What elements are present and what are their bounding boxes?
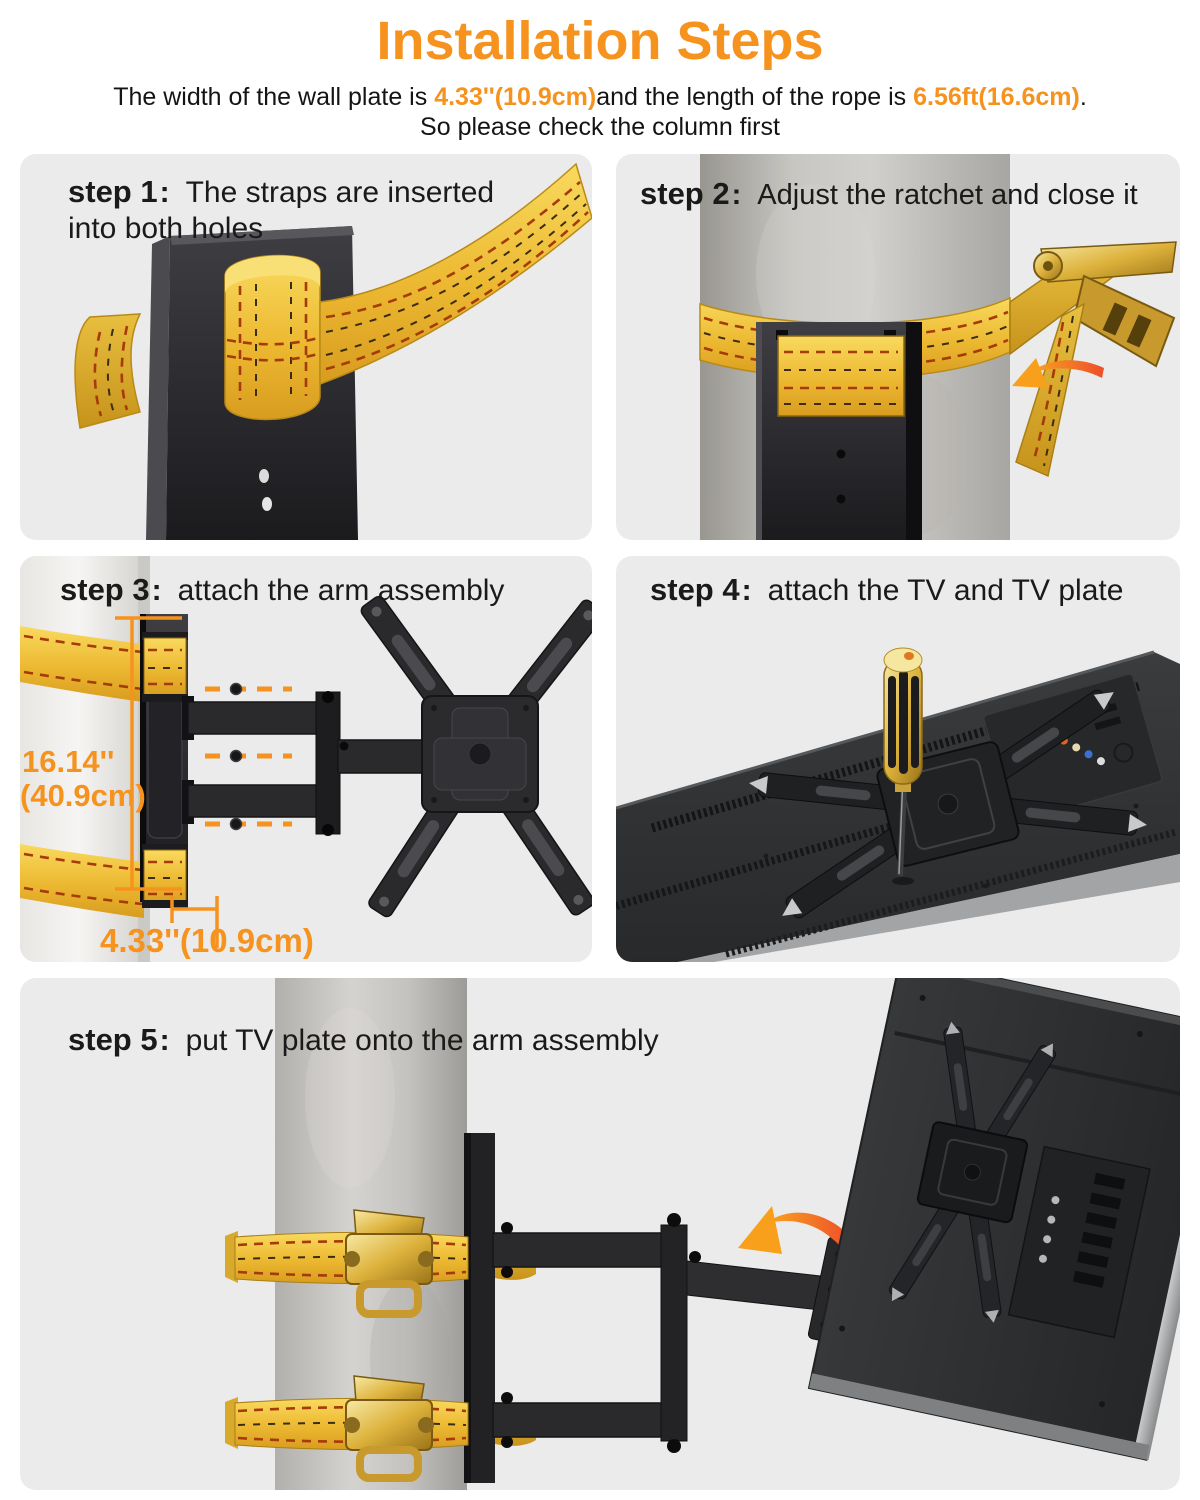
lower-strap: [225, 1375, 536, 1482]
step-4-illustration: [616, 647, 1180, 962]
strap-block-bottom: [142, 844, 188, 908]
width-measure: 4.33''(10.9cm): [100, 896, 314, 959]
strap-slot: [777, 335, 905, 417]
ratchet-buckle: [344, 1209, 434, 1318]
subtitle-highlight-length: 6.56ft(16.6cm): [913, 83, 1080, 111]
screw-guides: [205, 682, 292, 831]
step-2-text: Adjust the ratchet and close it: [757, 179, 1138, 211]
io-panel: [1007, 1145, 1151, 1339]
upper-strap: [20, 626, 144, 702]
step-1-label: step 1: [68, 174, 158, 209]
step-1-illustration: [74, 162, 592, 540]
subtitle: The width of the wall plate is 4.33''(10…: [0, 82, 1200, 142]
step-3-panel: step 3: attach the arm assembly: [20, 556, 592, 962]
step-1-text: The straps are inserted into both holes: [68, 176, 495, 245]
step-2-colon: :: [731, 179, 742, 211]
step-5-label: step 5: [68, 1022, 158, 1057]
arm-assembly: [492, 1213, 859, 1453]
screwdriver: [883, 647, 923, 885]
step-4-colon: :: [741, 574, 752, 607]
step-1-colon: :: [159, 176, 170, 209]
upper-strap: [225, 1209, 536, 1318]
width-measure-label: 4.33''(10.9cm): [100, 922, 314, 959]
strap-loop: [224, 254, 321, 421]
step-3-text: attach the arm assembly: [177, 574, 505, 607]
subtitle-text-2: and the length of the rope is: [596, 83, 914, 111]
wall-plate: [464, 1133, 495, 1483]
step-3-illustration: 16.14'' (40.9cm): [20, 556, 592, 962]
strap-right: [319, 162, 592, 386]
step-5-header: step 5: put TV plate onto the arm assembl…: [68, 1022, 659, 1059]
tv-plate: [888, 1021, 1057, 1323]
height-measure: 16.14'' (40.9cm): [20, 616, 182, 891]
rotate-arrow-icon: [1012, 358, 1104, 388]
strap-left-tail: [74, 313, 142, 429]
step-3-label: step 3: [60, 572, 150, 607]
step-2-label: step 2: [640, 176, 730, 211]
step-4-text: attach the TV and TV plate: [767, 574, 1124, 607]
height-measure-inches: 16.14'': [22, 744, 114, 779]
step-5-text: put TV plate onto the arm assembly: [185, 1024, 659, 1057]
step-4-label: step 4: [650, 572, 740, 607]
ratchet-buckle: [1009, 241, 1177, 478]
step-2-illustration: [699, 154, 1177, 540]
tv-plate: [360, 595, 592, 918]
strap-block-top: [142, 632, 188, 702]
subtitle-line-2: So please check the column first: [420, 113, 780, 141]
subtitle-line-1: The width of the wall plate is 4.33''(10…: [0, 82, 1200, 112]
subtitle-highlight-width: 4.33''(10.9cm): [434, 83, 597, 111]
step-1-header: step 1:The straps are inserted into both…: [68, 174, 538, 247]
subtitle-text-1: The width of the wall plate is: [113, 83, 435, 111]
ratchet-buckle: [344, 1375, 434, 1482]
tv-back: [807, 978, 1180, 1461]
step-5-colon: :: [159, 1024, 170, 1057]
step-3-header: step 3: attach the arm assembly: [60, 572, 504, 609]
step-5-illustration: [225, 978, 1180, 1490]
subtitle-text-3: .: [1079, 83, 1087, 111]
step-2-panel: step 2: Adjust the ratchet and close it: [616, 154, 1180, 540]
step-4-panel: step 4: attach the TV and TV plate: [616, 556, 1180, 962]
step-1-panel: step 1:The straps are inserted into both…: [20, 154, 592, 540]
lower-strap: [20, 844, 144, 918]
step-3-colon: :: [151, 574, 162, 607]
wall-plate: [756, 322, 922, 540]
step-4-header: step 4: attach the TV and TV plate: [650, 572, 1123, 609]
swing-arrow-icon: [738, 1206, 850, 1254]
page-title: Installation Steps: [376, 11, 824, 71]
arm-assembly: [182, 691, 441, 836]
step-5-panel: step 5: put TV plate onto the arm assembl…: [20, 978, 1180, 1490]
step-2-header: step 2: Adjust the ratchet and close it: [640, 176, 1138, 213]
height-measure-cm: (40.9cm): [20, 778, 146, 813]
